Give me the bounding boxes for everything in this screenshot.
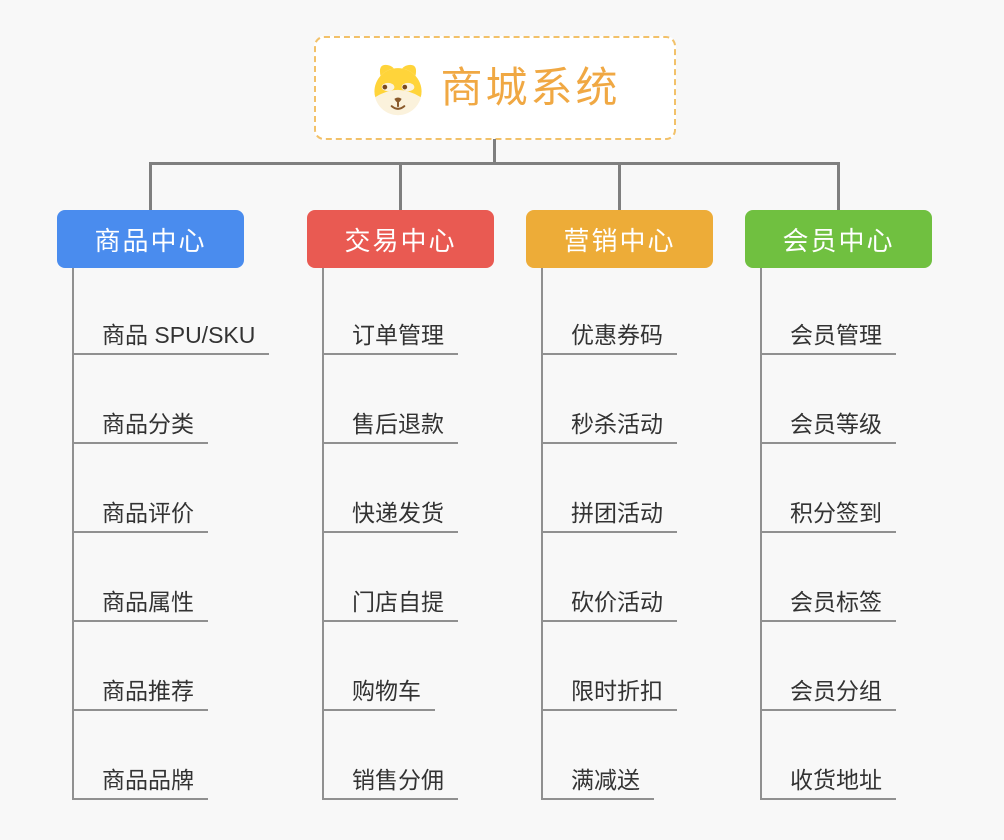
dog-face-icon [369, 59, 427, 117]
leaf-node[interactable]: 售后退款 [322, 408, 458, 444]
leaf-node[interactable]: 限时折扣 [541, 675, 677, 711]
leaf-node[interactable]: 会员管理 [760, 319, 896, 355]
connector-drop [149, 162, 152, 211]
branch-node-product-center[interactable]: 商品中心 [57, 210, 244, 268]
leaf-node[interactable]: 商品推荐 [72, 675, 208, 711]
leaf-node[interactable]: 商品分类 [72, 408, 208, 444]
branch-label: 会员中心 [782, 225, 895, 256]
branch-trade-center: 交易中心 订单管理 售后退款 快递发货 门店自提 购物车 销售分佣 [307, 210, 494, 810]
leaf-node[interactable]: 会员分组 [760, 675, 896, 711]
leaf-node[interactable]: 订单管理 [322, 319, 458, 355]
leaf-node[interactable]: 积分签到 [760, 497, 896, 533]
leaf-node[interactable]: 满减送 [541, 764, 654, 800]
branch-label: 商品中心 [94, 225, 207, 256]
leaf-node[interactable]: 商品品牌 [72, 764, 208, 800]
leaf-node[interactable]: 购物车 [322, 675, 435, 711]
leaf-node[interactable]: 优惠券码 [541, 319, 677, 355]
branch-member-center: 会员中心 会员管理 会员等级 积分签到 会员标签 会员分组 收货地址 [745, 210, 932, 810]
branch-marketing-center: 营销中心 优惠券码 秒杀活动 拼团活动 砍价活动 限时折扣 满减送 [526, 210, 713, 810]
leaf-node[interactable]: 门店自提 [322, 586, 458, 622]
leaf-node[interactable]: 收货地址 [760, 764, 896, 800]
connector-bus [149, 162, 840, 165]
leaf-node[interactable]: 砍价活动 [541, 586, 677, 622]
leaf-node[interactable]: 秒杀活动 [541, 408, 677, 444]
leaf-node[interactable]: 快递发货 [322, 497, 458, 533]
branch-label: 交易中心 [344, 225, 457, 256]
connector-drop [399, 162, 402, 211]
branch-label: 营销中心 [563, 225, 676, 256]
leaf-node[interactable]: 会员等级 [760, 408, 896, 444]
leaf-node[interactable]: 会员标签 [760, 586, 896, 622]
connector-drop [618, 162, 621, 211]
branch-spine [322, 268, 324, 800]
leaf-node[interactable]: 商品属性 [72, 586, 208, 622]
leaf-node[interactable]: 拼团活动 [541, 497, 677, 533]
connector-drop [837, 162, 840, 211]
root-title: 商城系统 [440, 64, 621, 111]
connector-root-stub [493, 139, 496, 163]
branch-spine [72, 268, 74, 800]
branch-node-member-center[interactable]: 会员中心 [745, 210, 932, 268]
leaf-node[interactable]: 商品评价 [72, 497, 208, 533]
branch-spine [541, 268, 543, 800]
leaf-node[interactable]: 商品 SPU/SKU [72, 319, 270, 355]
branch-spine [760, 268, 762, 800]
branch-node-trade-center[interactable]: 交易中心 [307, 210, 494, 268]
branch-node-marketing-center[interactable]: 营销中心 [526, 210, 713, 268]
leaf-node[interactable]: 销售分佣 [322, 764, 458, 800]
root-node[interactable]: 商城系统 [314, 36, 676, 140]
branch-product-center: 商品中心 商品 SPU/SKU 商品分类 商品评价 商品属性 商品推荐 商品品牌 [57, 210, 270, 810]
